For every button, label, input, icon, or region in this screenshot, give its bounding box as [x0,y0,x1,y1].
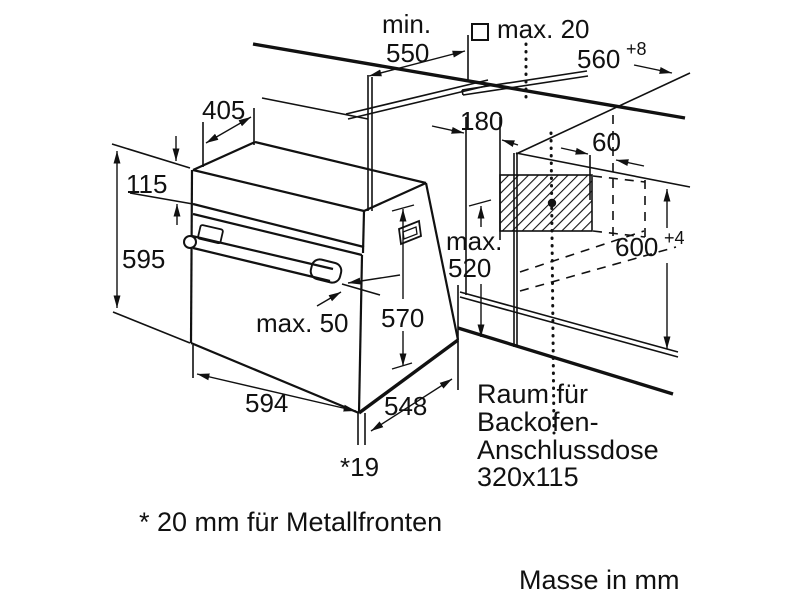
base-front-edge [457,326,674,396]
side-top-edge [363,181,427,213]
dim-19-label: *19 [340,452,379,482]
dimension-lines [111,23,673,445]
centerline-lower [549,131,556,435]
dim-600-value: 600 [615,232,658,262]
socket-space-line3: Anschlussdose [477,435,659,465]
connection-box-hatch [499,174,593,232]
dim-570-value: 570 [381,303,424,333]
socket-space-line2: Backofen- [477,407,599,437]
connection-point-dot [547,198,557,208]
units-note: Masse in mm [519,565,680,595]
dim-560-value: 560 [577,44,620,74]
oven-left-edge [189,169,194,344]
footnote: * 20 mm für Metallfronten [139,507,442,537]
worktop-thickness-symbol [471,23,489,41]
dim-405-value: 405 [202,95,245,125]
socket-space-line1: Raum für [477,379,588,409]
counter-front-edge [252,42,686,120]
hob-tray-edge [461,70,588,91]
control-panel-bottom [192,202,365,249]
dim-560-tolerance: +8 [626,39,647,59]
socket-space-line4: 320x115 [477,462,579,492]
niche-front-top-edge [515,152,691,188]
dim-595-value: 595 [122,244,165,274]
dim-594-value: 594 [245,388,288,418]
dim-548-value: 548 [384,391,427,421]
dim-550-prefix: min. [382,9,431,39]
side-back-edge [424,182,460,341]
dim-max50-label: max. 50 [256,308,349,338]
hob-cutout-edge [345,79,489,115]
dim-600-tolerance: +4 [664,228,685,248]
door-handle [183,224,343,284]
door-right-edge [357,254,364,414]
handle-left-cap [183,235,197,249]
oven-top-front-edge [192,168,365,213]
top-face-back-edge [254,140,427,185]
dim-180-value: 180 [460,106,503,136]
dim-max20-label: max. 20 [497,14,590,44]
oven [183,140,460,415]
dim-520-value: 520 [448,253,491,283]
labels: min. 550 max. 20 560 +8 405 115 595 180 … [122,9,685,595]
niche [457,42,691,435]
dim-115-value: 115 [126,169,167,199]
niche-floor-edge [459,291,679,353]
niche-back-top-edge [515,72,691,155]
dim-550-value: 550 [386,38,429,68]
dim-520-prefix: max. [446,226,502,256]
worktop [252,42,686,211]
dim-60-value: 60 [592,127,621,157]
